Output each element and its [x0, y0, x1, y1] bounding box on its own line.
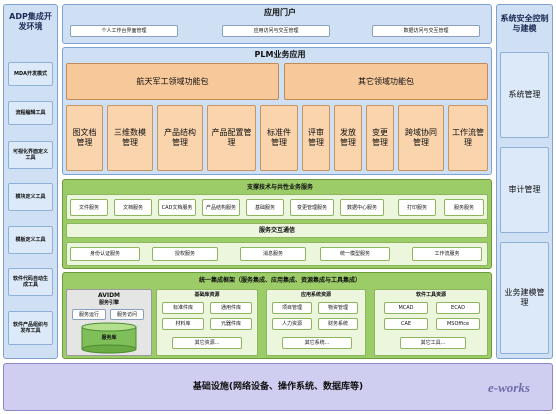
module-standard-parts: 标准件管理	[260, 105, 298, 171]
module-3d-model: 三维数模管理	[107, 105, 153, 171]
service-message: 消息服务	[240, 247, 306, 261]
infrastructure-bar: 基础设施(网络设备、操作系统、数据库等)	[3, 363, 553, 411]
avidm-service-run: 服务运行	[72, 309, 106, 320]
app-materials-management: 物资管理	[318, 302, 358, 314]
portal-item-personal: 个人工作台界面管理	[70, 25, 178, 37]
module-document: 图文档管理	[66, 105, 103, 171]
service-cad-document: CAD文档服务	[158, 199, 196, 216]
package-aerospace: 航天军工领域功能包	[66, 63, 279, 100]
avidm-service-access: 服务访问	[110, 309, 144, 320]
service-document: 文档服务	[114, 199, 152, 216]
service-service: 服务服务	[444, 199, 484, 216]
left-column-title: ADP集成开发环境	[9, 12, 52, 31]
left-item-template-definition: 模板定义工具	[8, 226, 53, 254]
service-change-management: 变更管理服务	[290, 199, 334, 216]
tool-msoffice: MSOffice	[436, 318, 480, 330]
right-column-title: 系统安全控制与建模	[500, 14, 549, 33]
left-item-mda: MDA开发模式	[8, 62, 53, 86]
plm-title: PLM业务应用	[254, 50, 306, 59]
left-item-module-definition: 模块定义工具	[8, 183, 53, 211]
base-components: 元器件库	[210, 318, 252, 330]
service-print: 打印服务	[398, 199, 436, 216]
app-project-management: 项目管理	[272, 302, 312, 314]
service-database-label: 服务库	[101, 335, 117, 341]
portal-panel	[62, 4, 492, 44]
package-other: 其它领域功能包	[284, 63, 488, 100]
service-authorization: 授权服务	[152, 247, 218, 261]
app-finance-system: 财务系统	[318, 318, 358, 330]
service-data-center: 数据中心服务	[340, 199, 384, 216]
portal-item-data-access: 数据访问与交互管理	[372, 25, 480, 37]
module-change: 变更管理	[366, 105, 394, 171]
left-item-product-release: 软件产品组织与发布工具	[8, 311, 53, 345]
app-resources-title: 应用系统资源	[300, 292, 331, 298]
service-file: 文件服务	[70, 199, 108, 216]
service-unified-model: 统一模型服务	[320, 247, 390, 261]
tool-resources-title: 软件工具资源	[415, 292, 446, 298]
portal-title: 应用门户	[264, 8, 296, 17]
service-workflow: 工作流服务	[412, 247, 482, 261]
app-human-resources: 人力资源	[272, 318, 312, 330]
base-other: 其它资源...	[172, 337, 242, 349]
module-workflow: 工作流管理	[448, 105, 488, 171]
module-product-configuration: 产品配置管理	[207, 105, 256, 171]
base-common-parts: 通用件库	[210, 302, 252, 314]
eworks-watermark: e-works	[488, 380, 530, 395]
tool-mcad: MCAD	[384, 302, 428, 314]
module-product-structure: 产品结构管理	[157, 105, 203, 171]
avidm-title: AVIDM	[97, 291, 121, 299]
service-authentication: 身份认证服务	[70, 247, 140, 261]
tool-other: 其它工具...	[400, 337, 466, 349]
base-materials: 材料库	[162, 318, 204, 330]
avidm-subtitle: 服务引擎	[98, 299, 119, 306]
right-item-audit-management: 审计管理	[500, 147, 549, 233]
base-resources-title: 基础库资源	[194, 292, 220, 298]
service-base: 基础服务	[246, 199, 284, 216]
tool-cae: CAE	[384, 318, 428, 330]
portal-item-application-access: 应用访问与交互管理	[222, 25, 330, 37]
left-column	[3, 4, 58, 359]
tool-ecad: ECAD	[436, 302, 480, 314]
service-database-icon	[81, 322, 137, 354]
module-cross-domain: 跨域协同管理	[398, 105, 444, 171]
module-review: 评审管理	[302, 105, 330, 171]
app-other: 其它系统...	[282, 337, 352, 349]
service-product-structure: 产品结构服务	[202, 199, 240, 216]
base-standard-parts: 标准件库	[162, 302, 204, 314]
module-release: 发放管理	[334, 105, 362, 171]
left-item-code-generation: 软件代码自动生成工具	[8, 268, 53, 296]
support-title: 支撑技术与共性业务服务	[246, 183, 313, 191]
right-item-system-management: 系统管理	[500, 52, 549, 138]
right-item-business-modeling: 业务建模管理	[500, 242, 549, 354]
service-exchange-bar: 服务交互通信	[66, 223, 488, 238]
integration-title: 统一集成框架（服务集成、应用集成、资源集成与工具集成）	[198, 276, 361, 284]
left-item-ui-definition: 可视化界面定义工具	[8, 141, 53, 169]
left-item-process-editor: 流程编辑工具	[8, 101, 53, 125]
